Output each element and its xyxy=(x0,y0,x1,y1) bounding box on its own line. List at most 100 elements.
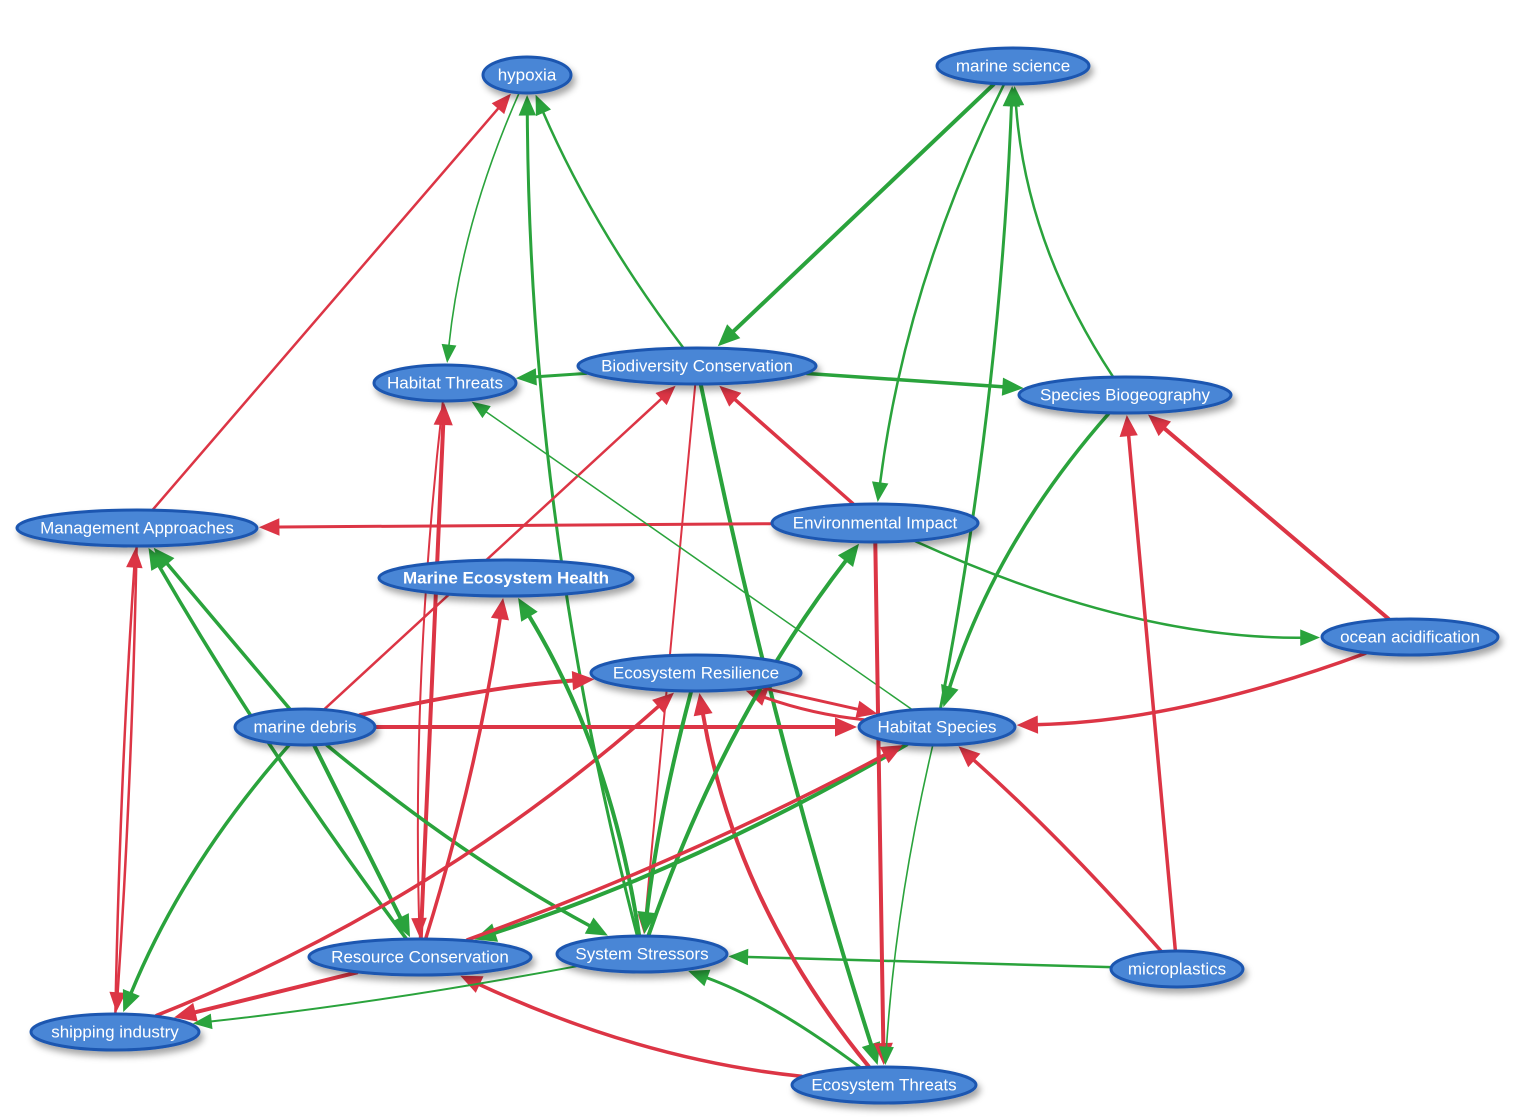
edge-line xyxy=(323,397,663,711)
arrowhead-icon xyxy=(1300,629,1320,646)
node-biodiversity-conservation[interactable]: Biodiversity Conservation xyxy=(576,346,818,386)
edge-resource-conservation-to-marine-ecosystem-health xyxy=(424,598,509,940)
node-ellipse[interactable] xyxy=(1109,949,1245,989)
edge-line xyxy=(424,617,502,940)
edge-line xyxy=(527,614,642,937)
edge-line xyxy=(114,566,136,1015)
edge-marine-science-to-environmental-impact xyxy=(872,83,1005,502)
node-ellipse[interactable] xyxy=(790,1065,978,1105)
node-ellipse[interactable] xyxy=(1320,617,1500,657)
node-ellipse[interactable] xyxy=(377,558,635,598)
node-ellipse[interactable] xyxy=(307,937,533,977)
edge-line xyxy=(701,712,871,1069)
edge-marine-science-to-biodiversity-conservation xyxy=(717,82,996,347)
edge-ecosystem-resilience-to-habitat-species xyxy=(760,686,878,718)
edge-ecosystem-threats-to-resource-conservation xyxy=(460,975,804,1079)
node-system-stressors[interactable]: System Stressors xyxy=(555,934,729,974)
edge-line xyxy=(1036,651,1368,727)
node-marine-debris[interactable]: marine debris xyxy=(233,707,377,747)
node-label: Marine Ecosystem Health xyxy=(403,569,609,588)
arrowhead-icon xyxy=(837,543,859,567)
node-label: Habitat Species xyxy=(877,718,996,737)
edge-ecosystem-resilience-to-system-stressors xyxy=(637,690,693,934)
edge-microplastics-to-habitat-species xyxy=(958,746,1163,953)
edge-line xyxy=(418,423,446,940)
edge-ocean-acidification-to-habitat-species xyxy=(1016,651,1368,734)
edge-line xyxy=(805,371,1005,389)
node-marine-science[interactable]: marine science xyxy=(935,46,1091,86)
node-label: Ecosystem Resilience xyxy=(613,664,779,683)
edge-line xyxy=(1126,434,1178,952)
node-ellipse[interactable] xyxy=(1017,375,1233,415)
node-ecosystem-threats[interactable]: Ecosystem Threats xyxy=(790,1065,978,1105)
node-management-approaches[interactable]: Management Approaches xyxy=(15,508,259,548)
node-species-biogeography[interactable]: Species Biogeography xyxy=(1017,375,1233,415)
arrowhead-icon xyxy=(411,917,427,937)
edge-system-stressors-to-marine-ecosystem-health xyxy=(518,597,642,937)
node-ellipse[interactable] xyxy=(935,46,1091,86)
edge-species-biogeography-to-marine-science xyxy=(1007,86,1114,378)
node-microplastics[interactable]: microplastics xyxy=(1109,949,1245,989)
arrowhead-icon xyxy=(518,95,536,116)
edge-line xyxy=(760,686,859,711)
arrowhead-icon xyxy=(958,746,981,768)
edge-line xyxy=(542,111,685,349)
node-ellipse[interactable] xyxy=(770,502,980,544)
node-resource-conservation[interactable]: Resource Conservation xyxy=(307,937,533,977)
edge-marine-debris-to-management-approaches xyxy=(153,547,292,711)
node-habitat-species[interactable]: Habitat Species xyxy=(857,707,1017,747)
edge-marine-debris-to-biodiversity-conservation xyxy=(323,385,676,711)
edge-habitat-species-to-ecosystem-resilience xyxy=(745,689,866,722)
edge-line xyxy=(914,540,1302,639)
edge-management-approaches-to-shipping-industry xyxy=(109,545,138,1012)
edge-line xyxy=(193,970,359,1015)
node-ellipse[interactable] xyxy=(15,508,259,548)
edge-biodiversity-conservation-to-species-biogeography xyxy=(805,371,1024,396)
node-marine-ecosystem-health[interactable]: Marine Ecosystem Health xyxy=(377,558,635,598)
node-ellipse[interactable] xyxy=(857,707,1017,747)
node-ellipse[interactable] xyxy=(372,363,518,403)
edge-line xyxy=(885,745,934,1048)
edge-microplastics-to-system-stressors xyxy=(728,948,1112,969)
arrowhead-icon xyxy=(719,385,742,407)
edge-ocean-acidification-to-species-biogeography xyxy=(1148,414,1391,621)
node-habitat-threats[interactable]: Habitat Threats xyxy=(372,363,518,403)
node-ellipse[interactable] xyxy=(589,653,803,693)
arrowhead-icon xyxy=(1016,715,1039,734)
node-ellipse[interactable] xyxy=(233,707,377,747)
node-ellipse[interactable] xyxy=(481,55,573,95)
arrowhead-icon xyxy=(391,913,410,938)
edge-habitat-species-to-ecosystem-threats xyxy=(879,745,934,1065)
edge-line xyxy=(465,753,886,942)
edge-line xyxy=(210,965,578,1023)
arrowhead-icon xyxy=(174,1002,198,1022)
node-ellipse[interactable] xyxy=(576,346,818,386)
node-ecosystem-resilience[interactable]: Ecosystem Resilience xyxy=(589,653,803,693)
edge-microplastics-to-species-biogeography xyxy=(1119,415,1178,952)
node-shipping-industry[interactable]: shipping industry xyxy=(29,1012,201,1052)
node-ellipse[interactable] xyxy=(555,934,729,974)
node-label: Biodiversity Conservation xyxy=(601,357,793,376)
edge-line xyxy=(645,690,693,915)
edge-environmental-impact-to-ocean-acidification xyxy=(914,540,1320,646)
node-label: microplastics xyxy=(1128,960,1226,979)
edge-line xyxy=(525,114,639,937)
edge-system-stressors-to-shipping-industry xyxy=(192,965,578,1030)
node-environmental-impact[interactable]: Environmental Impact xyxy=(770,502,980,544)
node-label: Ecosystem Threats xyxy=(811,1076,956,1095)
edge-line xyxy=(325,743,591,928)
node-label: Habitat Threats xyxy=(387,374,503,393)
arrowhead-icon xyxy=(491,93,511,115)
node-ocean-acidification[interactable]: ocean acidification xyxy=(1320,617,1500,657)
edge-line xyxy=(493,742,909,935)
edge-hypoxia-to-habitat-threats xyxy=(441,92,520,363)
edge-resource-conservation-to-management-approaches xyxy=(148,547,408,940)
arrowhead-icon xyxy=(109,991,126,1012)
edge-species-biogeography-to-habitat-species xyxy=(941,412,1111,708)
node-hypoxia[interactable]: hypoxia xyxy=(481,55,573,95)
edge-line xyxy=(416,401,444,919)
edge-habitat-species-to-habitat-threats xyxy=(471,401,913,710)
node-ellipse[interactable] xyxy=(29,1012,201,1052)
edge-line xyxy=(873,541,886,1045)
